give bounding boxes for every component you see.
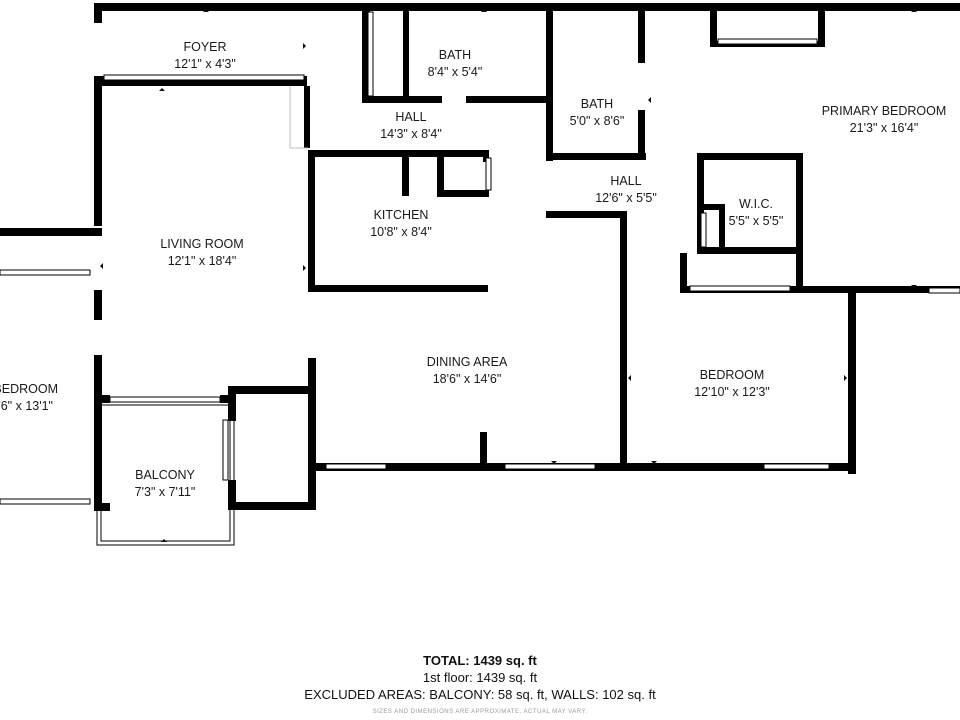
room-dimension: 21'3" x 16'4" — [850, 121, 919, 135]
disclaimer: SIZES AND DIMENSIONS ARE APPROXIMATE, AC… — [372, 709, 588, 715]
windows — [0, 11, 960, 546]
room-kitchen: KITCHEN 10'8" x 8'4" — [370, 208, 432, 239]
room-name: LIVING ROOM — [160, 237, 243, 251]
room-name: HALL — [395, 110, 426, 124]
room-hall-2: HALL 12'6" x 5'5" — [595, 174, 657, 205]
floor-area: 1st floor: 1439 sq. ft — [422, 670, 538, 685]
room-dimension: 12'1" x 18'4" — [168, 254, 237, 268]
room-name: DINING AREA — [427, 355, 508, 369]
room-dimension: 5'0" x 8'6" — [570, 114, 625, 128]
room-bedroom-left: BEDROOM '6" x 13'1" — [0, 382, 58, 413]
area-summary: TOTAL: 1439 sq. ft 1st floor: 1439 sq. f… — [0, 652, 960, 715]
room-dimension: 7'3" x 7'11" — [135, 485, 196, 499]
room-name: FOYER — [183, 40, 226, 54]
room-dining-area: DINING AREA 18'6" x 14'6" — [427, 355, 508, 386]
room-dimension: 8'4" x 5'4" — [428, 65, 483, 79]
room-bath-1: BATH 8'4" x 5'4" — [428, 48, 483, 79]
room-dimension: 12'10" x 12'3" — [694, 385, 770, 399]
room-bath-2: BATH 5'0" x 8'6" — [570, 97, 625, 128]
room-name: PRIMARY BEDROOM — [822, 104, 947, 118]
room-dimension: 14'3" x 8'4" — [380, 127, 442, 141]
room-name: BEDROOM — [700, 368, 765, 382]
total-area: TOTAL: 1439 sq. ft — [423, 653, 537, 668]
room-balcony: BALCONY 7'3" x 7'11" — [135, 468, 196, 499]
room-hall-1: HALL 14'3" x 8'4" — [380, 110, 442, 141]
room-dimension: 5'5" x 5'5" — [729, 214, 784, 228]
room-wic: W.I.C. 5'5" x 5'5" — [729, 197, 784, 228]
room-name: KITCHEN — [374, 208, 429, 222]
room-dimension: '6" x 13'1" — [0, 399, 53, 413]
room-primary-bedroom: PRIMARY BEDROOM 21'3" x 16'4" — [822, 104, 947, 135]
room-name: BEDROOM — [0, 382, 58, 396]
room-name: BALCONY — [135, 468, 195, 482]
room-name: BATH — [581, 97, 613, 111]
room-dimension: 12'6" x 5'5" — [595, 191, 657, 205]
room-bedroom: BEDROOM 12'10" x 12'3" — [694, 368, 770, 399]
room-living-room: LIVING ROOM 12'1" x 18'4" — [160, 237, 243, 268]
dimension-ticks — [100, 9, 917, 542]
room-dimension: 18'6" x 14'6" — [433, 372, 502, 386]
floor-plan: FOYER 12'1" x 4'3" BATH 8'4" x 5'4" BATH… — [0, 3, 960, 546]
room-name: HALL — [610, 174, 641, 188]
room-foyer: FOYER 12'1" x 4'3" — [174, 40, 236, 71]
room-name: BATH — [439, 48, 471, 62]
room-dimension: 12'1" x 4'3" — [174, 57, 236, 71]
room-name: W.I.C. — [739, 197, 773, 211]
room-dimension: 10'8" x 8'4" — [370, 225, 432, 239]
excluded-areas: EXCLUDED AREAS: BALCONY: 58 sq. ft, WALL… — [304, 687, 656, 702]
